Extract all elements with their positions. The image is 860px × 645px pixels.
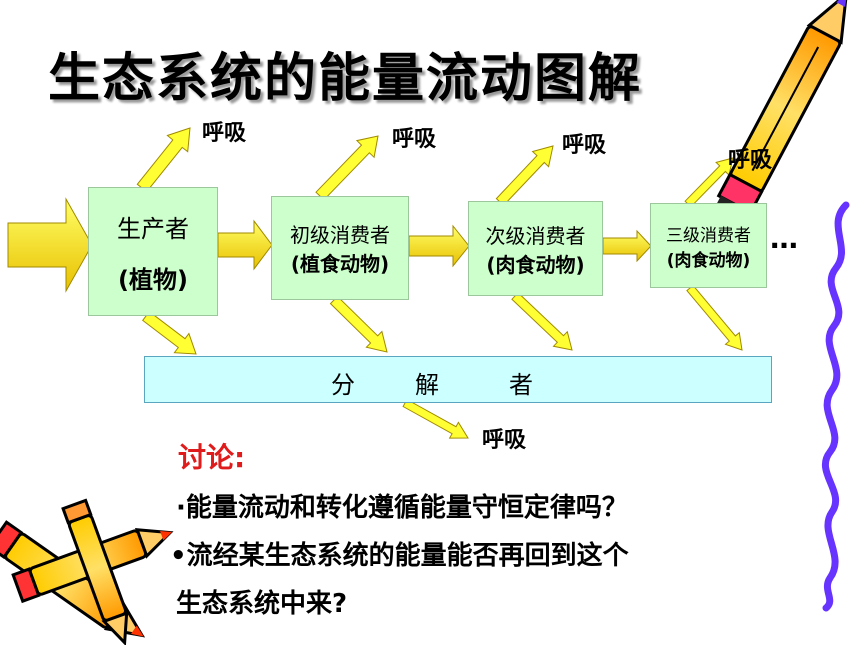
pencil-icon xyxy=(716,0,849,218)
flow-arrow-input xyxy=(7,197,93,293)
decomposer-char-2: 解 xyxy=(415,371,439,399)
respiration-label-decomposer: 呼吸 xyxy=(482,428,527,453)
tertiary-consumer-box: 三级消费者 (肉食动物) xyxy=(650,203,767,288)
respiration-label-primary: 呼吸 xyxy=(392,127,437,152)
flow-arrow-secondary-tertiary xyxy=(602,229,652,263)
respiration-arrow-primary xyxy=(315,135,379,201)
pencils-icon xyxy=(0,498,174,645)
primary-consumer-sublabel: (植食动物) xyxy=(290,252,390,276)
discussion-question-2-line-2: 生态系统中来? xyxy=(176,589,348,619)
arrow-layer xyxy=(7,127,743,439)
respiration-arrow-tertiary xyxy=(684,157,734,208)
primary-consumer-box: 初级消费者 (植食动物) xyxy=(271,196,409,300)
decomposer-arrow-producer xyxy=(142,310,197,355)
producer-sublabel: (植物) xyxy=(118,265,188,294)
flow-arrow-primary-secondary xyxy=(408,224,470,268)
decomposer-arrow-primary xyxy=(329,295,388,353)
respiration-label-secondary: 呼吸 xyxy=(562,133,607,158)
secondary-consumer-box: 次级消费者 (肉食动物) xyxy=(468,201,603,296)
squiggle-line-decoration xyxy=(821,201,850,612)
flow-arrow-producer-primary xyxy=(217,219,273,271)
respiration-label-producer: 呼吸 xyxy=(202,121,247,146)
discussion-title: 讨论: xyxy=(178,441,246,474)
respiration-arrow-decomposer xyxy=(402,398,469,439)
secondary-consumer-label: 次级消费者 xyxy=(485,223,586,248)
producer-box: 生产者 (植物) xyxy=(88,187,218,316)
decomposer-box: 分 解 者 xyxy=(144,356,772,403)
discussion-question-2-line-1: •流经某生态系统的能量能否再回到这个 xyxy=(170,541,629,571)
decomposer-arrow-secondary xyxy=(511,291,573,351)
continuation-ellipsis: … xyxy=(770,222,798,255)
tertiary-consumer-label: 三级消费者 xyxy=(666,225,751,246)
decomposer-arrow-tertiary xyxy=(686,284,743,351)
producer-label: 生产者 xyxy=(117,214,189,243)
secondary-consumer-sublabel: (肉食动物) xyxy=(486,252,585,277)
respiration-arrow-secondary xyxy=(495,145,554,207)
decomposer-char-3: 者 xyxy=(509,371,533,399)
primary-consumer-label: 初级消费者 xyxy=(290,223,390,247)
respiration-label-tertiary: 呼吸 xyxy=(728,148,773,173)
decomposer-char-1: 分 xyxy=(331,371,355,399)
page-title: 生态系统的能量流动图解 xyxy=(48,49,643,109)
discussion-question-1: ·能量流动和转化遵循能量守恒定律吗？ xyxy=(176,493,628,523)
tertiary-consumer-sublabel: (肉食动物) xyxy=(666,250,751,271)
respiration-arrow-producer xyxy=(136,127,191,193)
